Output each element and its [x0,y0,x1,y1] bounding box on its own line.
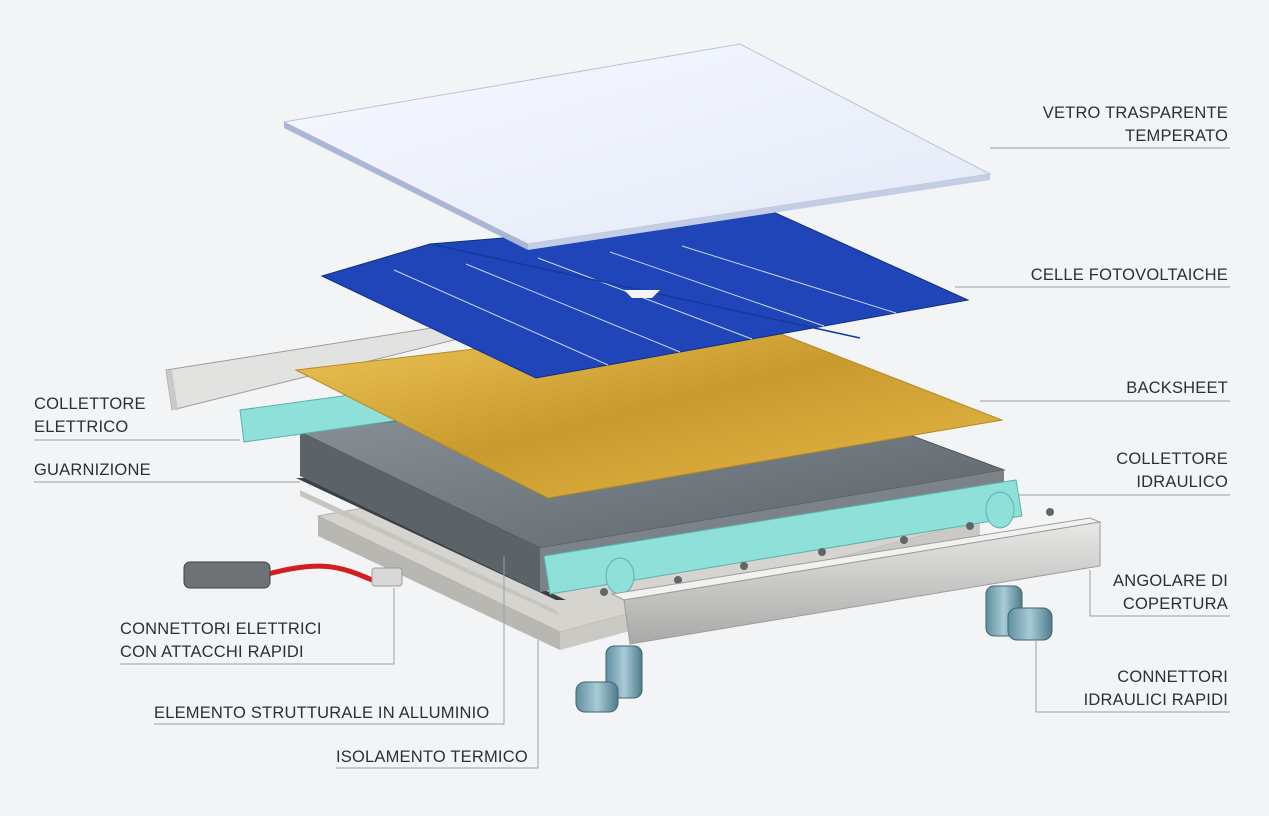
bolt [966,522,974,530]
plug-icon [183,561,403,589]
cell-busbar [537,257,753,340]
bolt [600,588,608,596]
bolt [900,536,908,544]
label-line: VETRO TRASPARENTE [1042,104,1228,122]
elbow-pipe-icon [985,585,1053,641]
leader-lines [34,147,1230,769]
label-line: TEMPERATO [1125,127,1228,145]
label-line: COLLETTORE [1116,450,1228,468]
bolt [818,548,826,556]
label-hydraulic-collector: COLLETTORE IDRAULICO [1040,448,1228,494]
label-backsheet: BACKSHEET [1030,377,1228,400]
cover-angle-rail [610,517,1102,645]
cell-busbar [465,263,681,353]
hydraulic-collector [543,479,1023,595]
label-pv-cells: CELLE FOTOVOLTAICHE [980,264,1228,287]
label-electric-collector: COLLETTORE ELETTRICO [34,393,194,439]
label-cover-angle: ANGOLARE DI COPERTURA [1040,570,1228,616]
bolt [740,562,748,570]
fastening-bolts [600,508,1054,596]
label-line: COPERTURA [1122,595,1228,613]
label-line: CONNETTORI ELETTRICI [120,620,322,638]
label-gasket: GUARNIZIONE [34,459,214,482]
bolt [674,576,682,584]
photovoltaic-cells [320,205,970,379]
label-line: ELEMENTO STRUTTURALE IN ALLUMINIO [154,704,490,722]
label-line: IDRAULICI RAPIDI [1083,691,1228,709]
label-hydraulic-connectors: CONNETTORI IDRAULICI RAPIDI [1040,666,1228,712]
label-line: CELLE FOTOVOLTAICHE [1030,266,1228,284]
label-line: COLLETTORE [34,395,146,413]
tempered-glass [282,43,992,250]
cell-busbar [393,269,609,366]
label-structural-element: ELEMENTO STRUTTURALE IN ALLUMINIO [154,702,514,725]
cell-busbar [681,245,897,314]
label-tempered-glass: VETRO TRASPARENTE TEMPERATO [1000,102,1228,148]
label-line: CONNETTORI [1117,668,1228,686]
label-line: ANGOLARE DI [1113,572,1228,590]
label-line: ELETTRICO [34,418,129,436]
cell-busbar [609,251,825,327]
label-electric-connectors: CONNETTORI ELETTRICI CON ATTACCHI RAPIDI [120,618,360,664]
label-line: GUARNIZIONE [34,461,151,479]
label-line: IDRAULICO [1136,473,1228,491]
label-line: ISOLAMENTO TERMICO [336,748,528,766]
elbow-pipe-icon [575,645,643,713]
bolt [1046,508,1054,516]
label-line: CON ATTACCHI RAPIDI [120,643,304,661]
label-thermal-insulation: ISOLAMENTO TERMICO [336,746,556,769]
label-line: BACKSHEET [1126,379,1228,397]
